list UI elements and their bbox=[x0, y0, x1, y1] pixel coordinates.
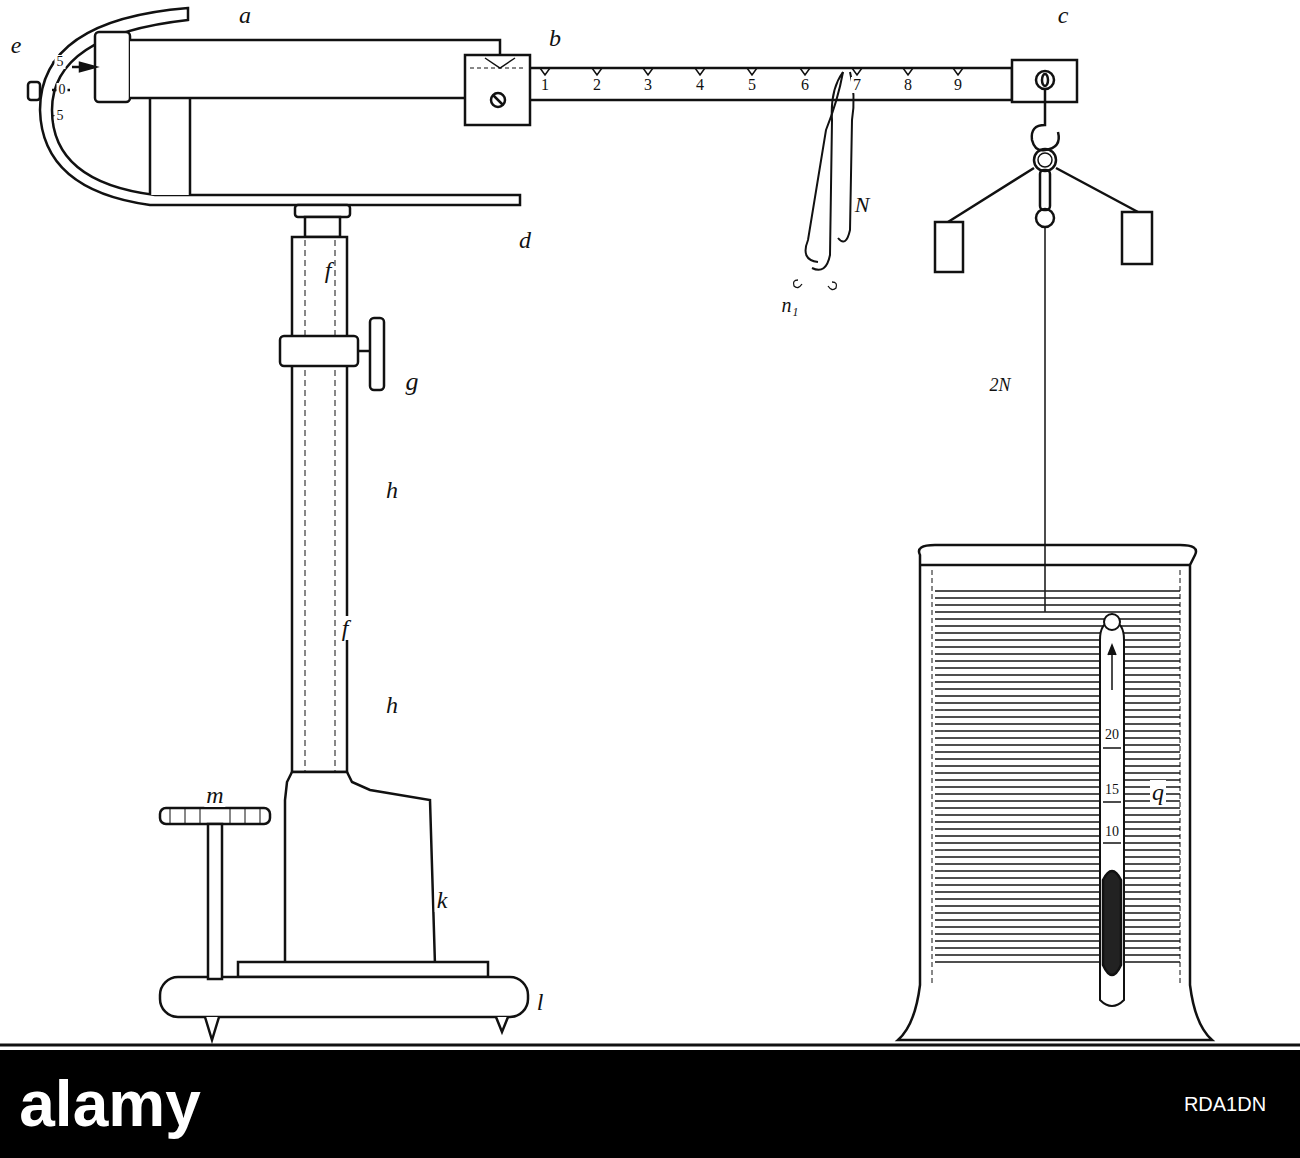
part-letter: h bbox=[384, 693, 400, 717]
part-letter: m bbox=[204, 783, 225, 807]
notch-number: 5 bbox=[746, 77, 758, 93]
part-letter: b bbox=[547, 26, 563, 50]
notch-number: 9 bbox=[952, 77, 964, 93]
scale-number: 5 bbox=[55, 55, 66, 69]
part-letter: h bbox=[384, 478, 400, 502]
hanger bbox=[935, 89, 1152, 612]
notch-number: 2 bbox=[591, 77, 603, 93]
float-scale-number: 15 bbox=[1103, 783, 1121, 797]
part-letter: f bbox=[340, 616, 351, 640]
notch-number: 7 bbox=[851, 77, 863, 93]
part-letter: k bbox=[435, 888, 450, 912]
part-letter: e bbox=[9, 33, 24, 57]
part-letter: f bbox=[323, 258, 334, 282]
notch-number: 4 bbox=[694, 77, 706, 93]
part-letter: c bbox=[1056, 3, 1071, 27]
part-letter: l bbox=[535, 990, 546, 1014]
watermark: RDA1DN bbox=[1182, 1094, 1268, 1114]
riders bbox=[794, 72, 854, 290]
stand bbox=[160, 205, 528, 1040]
rider-label: n₁ bbox=[780, 295, 801, 315]
weight-label: 2N bbox=[987, 376, 1012, 394]
notch-number: 8 bbox=[902, 77, 914, 93]
part-letter: g bbox=[404, 369, 421, 395]
rider-label: N bbox=[853, 194, 872, 216]
watermark-band bbox=[0, 1050, 1300, 1158]
part-letter: a bbox=[237, 3, 253, 27]
float-scale-number: 20 bbox=[1103, 728, 1121, 742]
scale-number: 5 bbox=[55, 109, 66, 123]
cylinder bbox=[898, 545, 1212, 1040]
scale-number: 0 bbox=[57, 83, 68, 97]
float-scale-number: 10 bbox=[1103, 825, 1121, 839]
watermark: alamy bbox=[17, 1072, 202, 1136]
notch-number: 3 bbox=[642, 77, 654, 93]
part-letter: q bbox=[1150, 780, 1166, 804]
ground-line bbox=[0, 1044, 1300, 1047]
balance-frame bbox=[28, 8, 1077, 205]
notch-number: 6 bbox=[799, 77, 811, 93]
notch-number: 1 bbox=[539, 77, 551, 93]
part-letter: d bbox=[517, 228, 533, 252]
